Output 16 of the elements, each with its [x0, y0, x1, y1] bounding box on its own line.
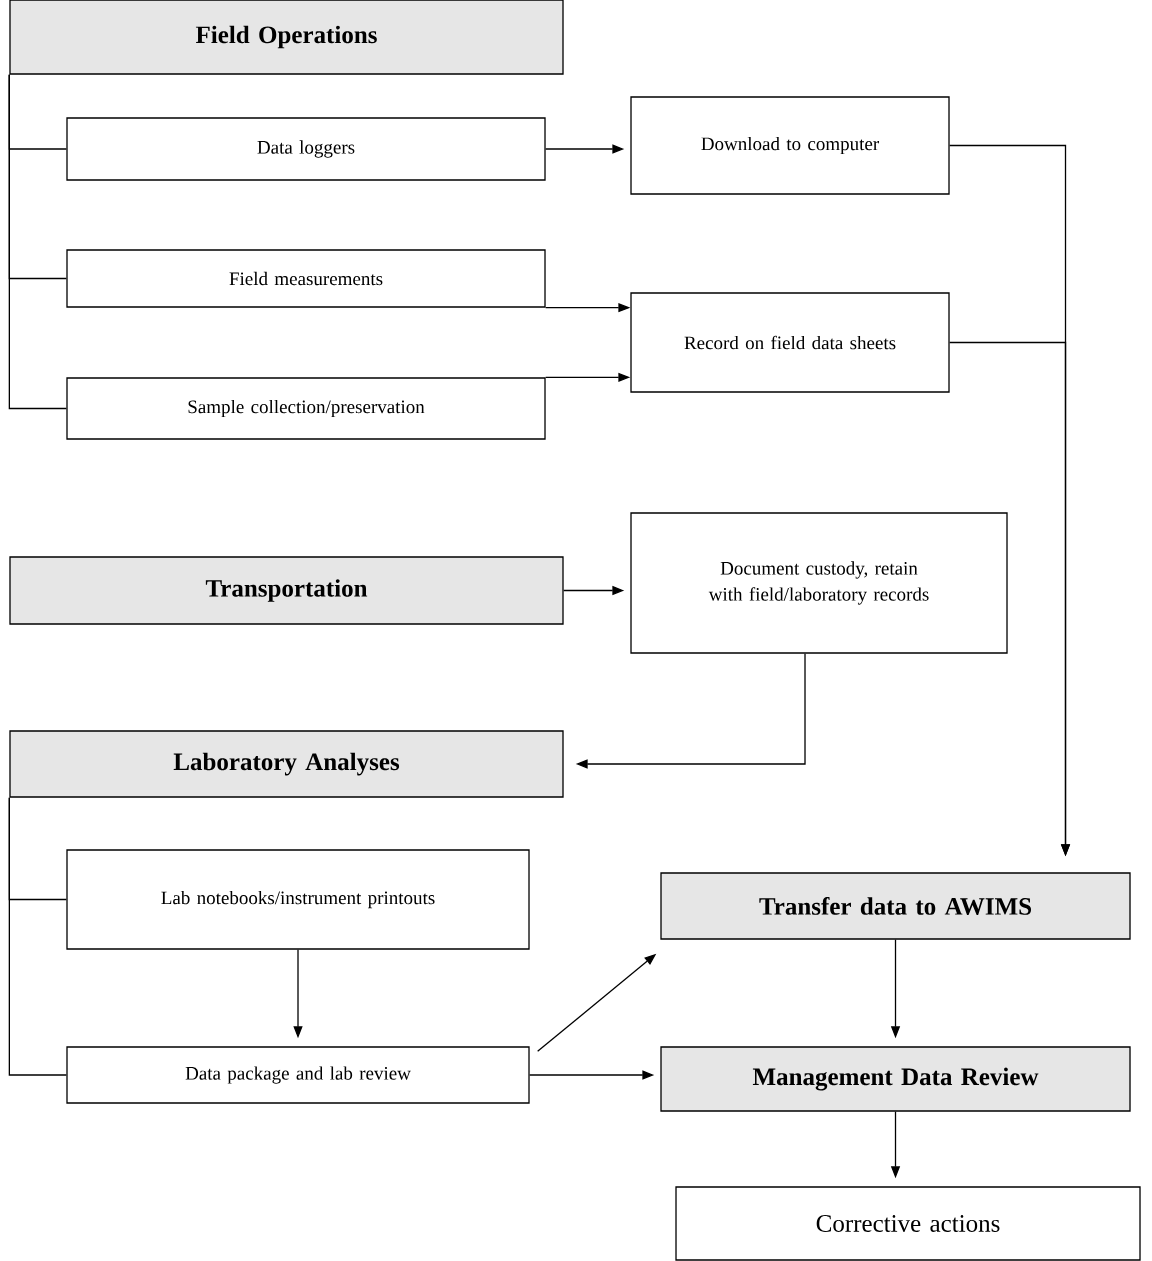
- process-box: Document custody, retain with field/laboratory records: [630, 512, 1008, 654]
- process-box: Corrective actions: [675, 1186, 1141, 1261]
- process-box: Sample collection/preservation: [66, 377, 546, 440]
- heading-box: Laboratory Analyses: [9, 730, 564, 798]
- heading-box: Transfer data to AWIMS: [660, 872, 1131, 940]
- process-box: Download to computer: [630, 96, 950, 195]
- process-box: Data loggers: [66, 117, 546, 181]
- process-box: Data package and lab review: [66, 1046, 530, 1104]
- process-box: Record on field data sheets: [630, 292, 950, 393]
- connector-line: [8, 74, 67, 410]
- connector-line: [8, 797, 67, 1076]
- process-box: Lab notebooks/instrument printouts: [66, 849, 530, 950]
- heading-box: Transportation: [9, 556, 564, 625]
- heading-box: Field Operations: [9, 0, 564, 75]
- heading-box: Management Data Review: [660, 1046, 1131, 1112]
- process-box: Field measurements: [66, 249, 546, 308]
